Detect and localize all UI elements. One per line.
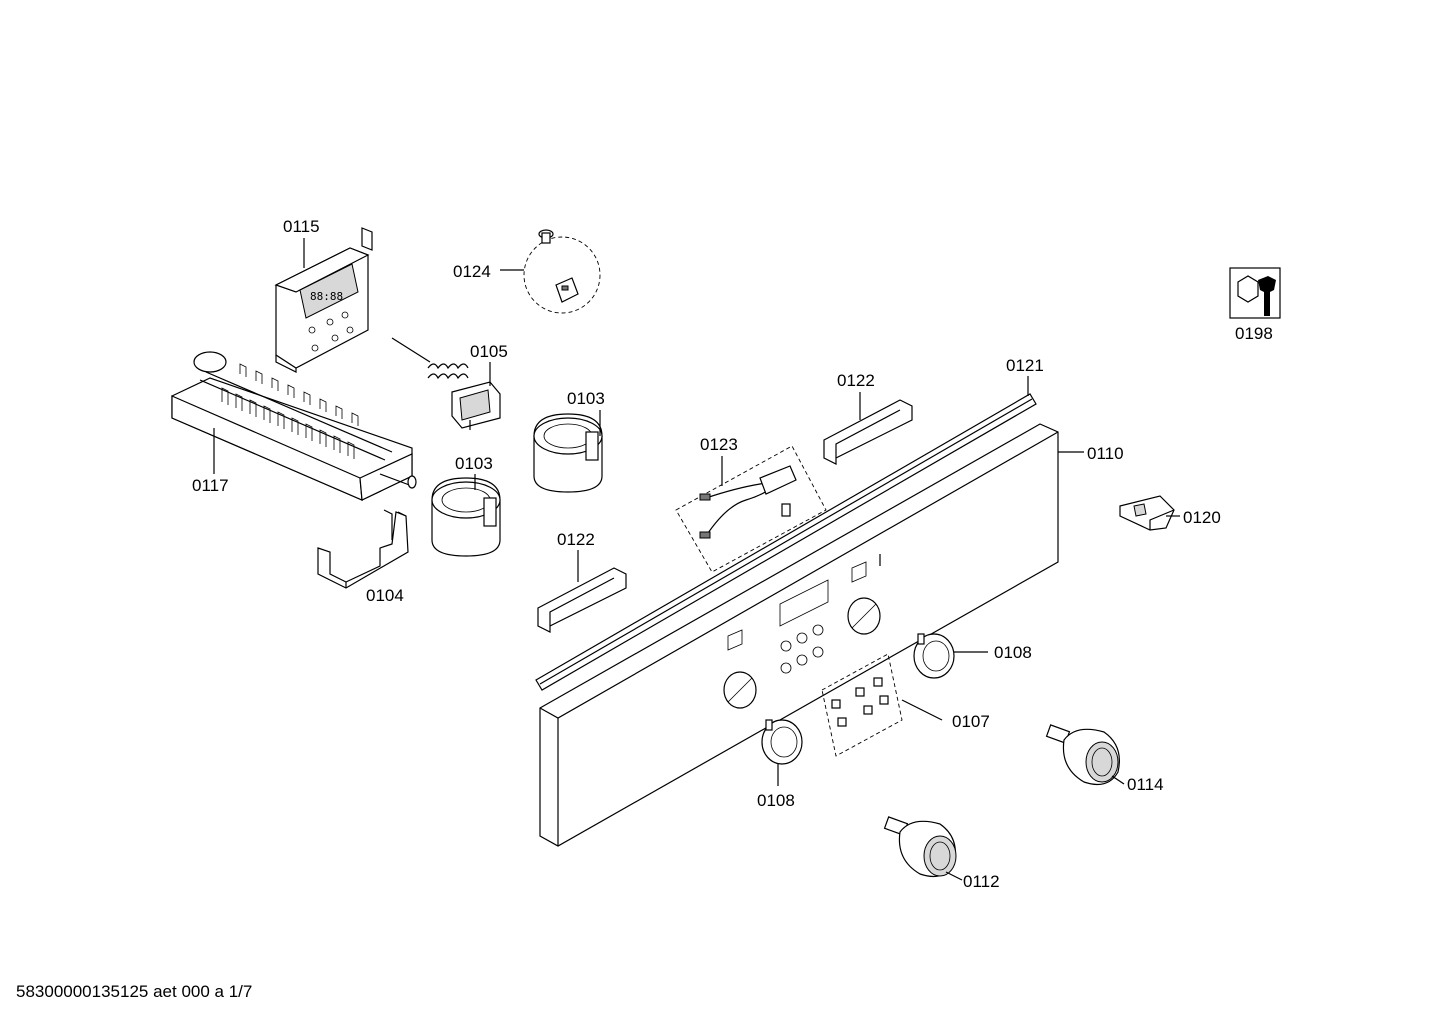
leader-0107	[901, 699, 943, 721]
label-0107: 0107	[952, 712, 990, 731]
leader-0114	[1111, 775, 1125, 785]
part-0122-clip-lower[interactable]	[537, 567, 627, 633]
leader-0112	[945, 871, 963, 881]
label-0103-upper: 0103	[567, 389, 605, 408]
svg-text:88:88: 88:88	[310, 290, 343, 303]
part-0120-door-catch[interactable]	[1119, 495, 1175, 531]
label-0104: 0104	[366, 586, 404, 605]
wrench-bolt-icon	[1229, 267, 1281, 319]
part-0110-control-panel[interactable]	[539, 423, 1059, 847]
label-0108-left: 0108	[757, 791, 795, 810]
label-0117: 0117	[192, 476, 229, 495]
label-0198: 0198	[1235, 324, 1273, 343]
label-0110: 0110	[1087, 444, 1124, 463]
label-0121: 0121	[1006, 356, 1044, 375]
document-footer-code: 58300000135125 aet 000 a 1/7	[16, 982, 252, 1001]
label-0115: 0115	[283, 217, 320, 236]
part-0123-cable-harness[interactable]	[675, 445, 827, 573]
part-0108-knob-ring-right[interactable]	[913, 633, 955, 679]
label-0112: 0112	[963, 872, 1000, 891]
part-0115-clock-module[interactable]: 88:88	[274, 227, 373, 373]
label-0122-upper: 0122	[837, 371, 875, 390]
label-0105: 0105	[470, 342, 508, 361]
label-0123: 0123	[700, 435, 738, 454]
part-0122-clip-upper[interactable]	[823, 399, 913, 465]
part-0121-seal-strip[interactable]	[535, 393, 1037, 691]
label-0114: 0114	[1127, 775, 1164, 794]
part-0103-knob-holder-upper[interactable]	[533, 413, 603, 493]
part-0105-thermostat-switch[interactable]	[391, 337, 501, 430]
part-0112-control-knob[interactable]	[883, 816, 957, 877]
part-0103-knob-holder-lower[interactable]	[431, 477, 501, 557]
part-0117-selector-switch-block[interactable]	[171, 351, 417, 501]
part-0104-bracket[interactable]	[317, 509, 409, 589]
label-0103-lower: 0103	[455, 454, 493, 473]
part-0108-knob-ring-left[interactable]	[761, 719, 803, 765]
part-0114-control-knob[interactable]	[1045, 724, 1120, 785]
label-0122-lower: 0122	[557, 530, 595, 549]
label-0108-right: 0108	[994, 643, 1032, 662]
part-0124-screw-clip[interactable]	[523, 229, 601, 314]
label-0120: 0120	[1183, 508, 1221, 527]
label-0124: 0124	[453, 262, 491, 281]
